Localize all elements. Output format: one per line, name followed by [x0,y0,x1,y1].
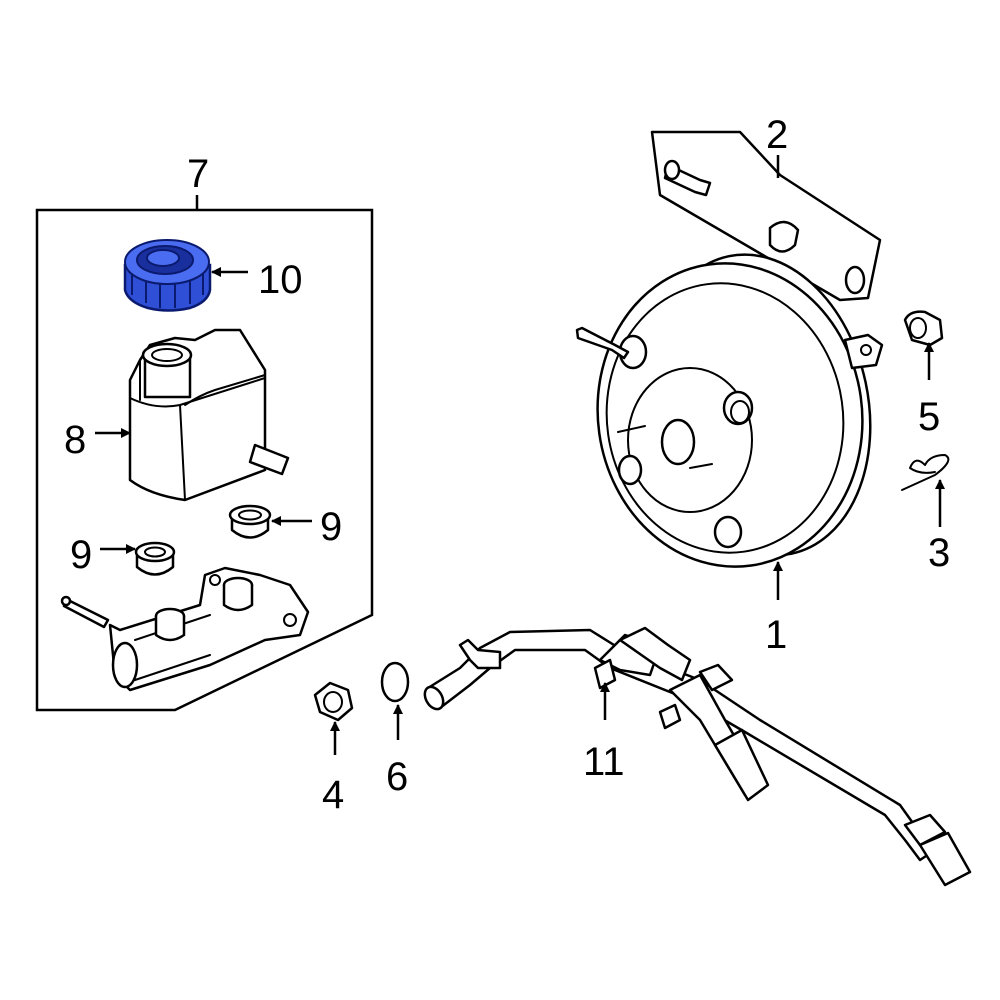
reservoir-cap-part-10[interactable] [123,239,212,312]
master-cylinder-group-box [35,195,374,712]
o-ring-part-6[interactable] [380,661,410,703]
callout-8: 8 [64,418,86,462]
callout-11: 11 [583,740,625,784]
callout-numbers: 7 10 8 9 9 2 5 3 1 4 6 11 [64,113,950,817]
master-cylinder-body[interactable] [60,566,310,692]
callout-leaders [95,155,945,755]
callout-2: 2 [766,113,788,157]
callout-1: 1 [765,613,787,657]
callout-3: 3 [928,531,950,575]
booster-gasket-part-2[interactable] [650,130,882,302]
brake-booster-part-1[interactable] [575,234,897,584]
clip-part-3[interactable] [901,454,950,491]
callout-9-right: 9 [320,505,342,549]
brake-fluid-reservoir-part-8[interactable] [128,328,290,502]
grommet-part-9-right[interactable] [228,504,272,539]
callout-5: 5 [918,395,940,439]
grommet-part-9-left[interactable] [134,541,176,576]
nut-part-5[interactable] [903,310,944,347]
callout-7: 7 [187,152,209,196]
callout-10: 10 [258,258,303,302]
vacuum-hose-part-11[interactable] [421,626,972,887]
callout-9-left: 9 [70,533,92,577]
callout-4: 4 [322,773,344,817]
callout-6: 6 [386,755,408,799]
hex-nut-part-4[interactable] [313,681,354,722]
